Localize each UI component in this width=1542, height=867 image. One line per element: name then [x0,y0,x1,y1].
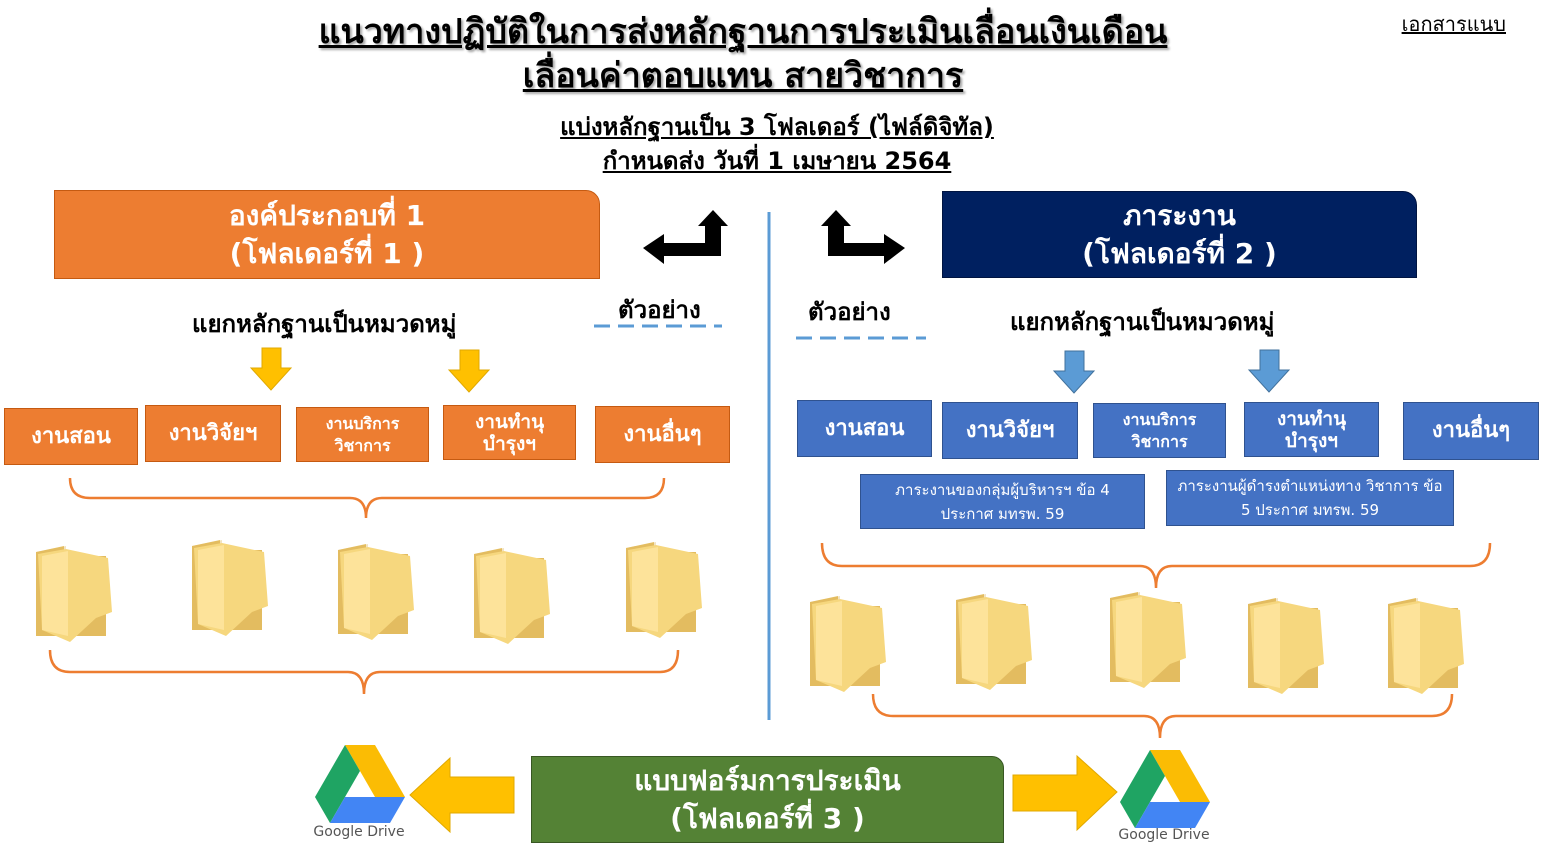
folder-icon [810,596,886,692]
title-line-1: แนวทางปฏิบัติในการส่งหลักฐานการประเมินเล… [318,12,1168,52]
arrow-down-icon [1052,350,1096,394]
folder3-title: แบบฟอร์มการประเมิน [634,763,901,797]
folder2-category-other: งานอื่นๆ [1403,402,1539,460]
google-drive-icon [1120,750,1210,828]
folder-icon [36,546,112,642]
google-drive-icon [315,745,405,823]
bent-arrow-left-icon [643,210,728,264]
folder2-heading: แยกหลักฐานเป็นหมวดหมู่ [1010,308,1275,336]
folder2-example-label: ตัวอย่าง [808,298,891,326]
arrow-left-icon [409,756,515,834]
folder1-title: องค์ประกอบที่ 1 [228,198,426,232]
folder2-category-academic-service: งานบริการ วิชาการ [1093,403,1226,458]
folder2-folder-label: (โฟลเดอร์ที่ 2 ) [1082,236,1277,270]
arrow-down-icon [249,347,293,391]
folder2-note-academic-position: ภาระงานผู้ดำรงตำแหน่งทาง วิชาการ ข้อ 5 ป… [1166,470,1454,526]
page-subtitle: แบ่งหลักฐานเป็น 3 โฟลเดอร์ (ไฟล์ดิจิทัล)… [0,110,1542,178]
folder1-category-research: งานวิจัยฯ [145,405,281,462]
title-line-2: เลื่อนค่าตอบแทน สายวิชาการ [522,56,964,96]
folder1-folders-brace [48,649,680,695]
folder-icon [626,542,702,638]
folder-icon [1248,598,1324,694]
folder-icon [338,544,414,640]
folder3-box: แบบฟอร์มการประเมิน (โฟลเดอร์ที่ 3 ) [531,756,1004,843]
folder2-header: ภาระงาน (โฟลเดอร์ที่ 2 ) [942,191,1417,278]
subtitle-line-2: กำหนดส่ง วันที่ 1 เมษายน 2564 [602,147,952,175]
folder2-notes-brace [820,542,1492,589]
folder1-categories-brace [68,477,666,519]
folder-icon [1388,598,1464,694]
folder-icon [474,548,550,644]
folder1-category-teaching: งานสอน [4,408,138,465]
folder1-category-academic-service: งานบริการ วิชาการ [296,407,429,462]
folder2-folders-brace [871,693,1454,739]
folder-icon [1110,592,1186,688]
google-drive-label-right: Google Drive [1118,827,1210,843]
google-drive-label-left: Google Drive [313,824,405,840]
folder1-category-other: งานอื่นๆ [595,406,730,463]
folder2-category-research: งานวิจัยฯ [942,402,1078,459]
bent-arrow-right-icon [821,210,905,264]
folder2-title: ภาระงาน [1123,198,1236,232]
arrow-down-icon [447,349,491,393]
arrow-right-icon [1012,754,1118,832]
page-title: แนวทางปฏิบัติในการส่งหลักฐานการประเมินเล… [0,10,1542,98]
folder1-header: องค์ประกอบที่ 1 (โฟลเดอร์ที่ 1 ) [54,190,600,279]
folder2-category-arts-culture: งานทำนุ บำรุงฯ [1244,402,1379,457]
folder1-heading: แยกหลักฐานเป็นหมวดหมู่ [192,310,457,338]
arrow-down-icon [1247,349,1291,393]
subtitle-line-1: แบ่งหลักฐานเป็น 3 โฟลเดอร์ (ไฟล์ดิจิทัล) [560,113,994,141]
folder2-note-administrators: ภาระงานของกลุ่มผู้บริหารฯ ข้อ 4 ประกาศ ม… [860,474,1145,529]
folder3-folder-label: (โฟลเดอร์ที่ 3 ) [670,801,865,835]
folder2-category-teaching: งานสอน [797,400,932,457]
folder1-category-arts-culture: งานทำนุ บำรุงฯ [443,405,576,460]
folder1-folder-label: (โฟลเดอร์ที่ 1 ) [229,236,425,270]
folder-icon [192,540,268,636]
attachment-label: เอกสารแนบ [1401,12,1506,36]
folder-icon [956,594,1032,690]
folder1-example-label: ตัวอย่าง [618,296,701,324]
